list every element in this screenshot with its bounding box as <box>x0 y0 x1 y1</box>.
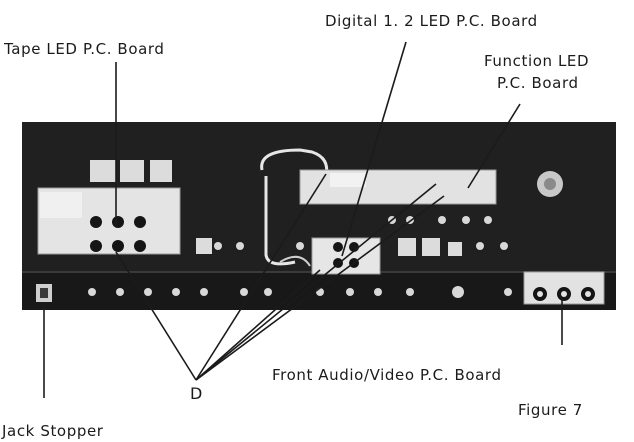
tape-led <box>134 240 146 252</box>
label-front-av-board: Front Audio/Video P.C. Board <box>272 366 502 384</box>
wire-harness <box>260 148 329 177</box>
leader-d-2 <box>195 173 327 381</box>
label-digital-led-board: Digital 1. 2 LED P.C. Board <box>325 12 538 30</box>
label-tape-led-board: Tape LED P.C. Board <box>4 40 165 58</box>
label-jack-stopper: Jack Stopper <box>2 422 104 440</box>
wire-harness-2 <box>264 176 296 266</box>
tape-button-2 <box>120 160 144 182</box>
label-function-led-line2: P.C. Board <box>497 74 579 92</box>
tape-led <box>112 240 124 252</box>
tape-led <box>112 216 124 228</box>
leader-d-4 <box>195 195 445 381</box>
tape-button-1 <box>90 160 116 182</box>
tape-button-3 <box>150 160 172 182</box>
digital-led-board-1 <box>299 169 497 205</box>
label-screw-d: D <box>190 384 203 403</box>
leader-d-3 <box>195 269 321 381</box>
panel-screw-row-lower <box>88 286 512 298</box>
tape-led <box>90 240 102 252</box>
tape-led <box>134 216 146 228</box>
leader-digital-led <box>341 41 407 257</box>
leader-function-led <box>467 103 521 189</box>
label-function-led-line1: Function LED <box>484 52 590 70</box>
leader-d-1 <box>115 251 197 381</box>
leader-lines <box>43 41 563 398</box>
tape-led <box>90 216 102 228</box>
figure-caption: Figure 7 <box>518 401 583 419</box>
leader-d-5 <box>195 183 437 381</box>
panel-screw-row-upper <box>214 216 508 250</box>
